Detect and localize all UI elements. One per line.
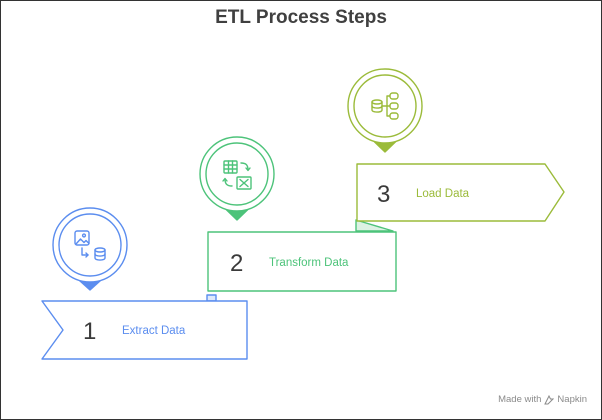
napkin-logo-icon	[544, 394, 555, 404]
footer-made-with: Made with	[498, 394, 542, 405]
step-2-pin	[199, 136, 275, 221]
step-2-number: 2	[230, 250, 243, 277]
step-1: 1 Extract Data	[41, 294, 248, 360]
step-1-label: Extract Data	[122, 325, 186, 337]
step-1-number: 1	[83, 318, 96, 345]
image-database-icon	[74, 230, 106, 261]
step-2: 2 Transform Data	[207, 219, 397, 292]
step-3-label: Load Data	[416, 188, 470, 200]
database-hierarchy-icon	[371, 92, 399, 120]
step-2-label: Transform Data	[269, 257, 349, 269]
footer-credit: Made with Napkin	[498, 394, 587, 405]
step-1-pin	[52, 207, 128, 291]
step-1-banner	[41, 300, 248, 360]
step-3-number: 3	[377, 181, 390, 208]
footer-brand: Napkin	[557, 394, 587, 405]
step-2-banner	[207, 231, 397, 292]
step-2-fold	[355, 219, 394, 232]
diagram-title: ETL Process Steps	[215, 7, 387, 28]
step-3-banner	[356, 163, 565, 222]
step-3: 3 Load Data	[356, 163, 565, 222]
step-1-fold	[206, 294, 217, 302]
step-3-pin	[347, 68, 423, 153]
spreadsheet-transform-icon	[222, 160, 252, 190]
